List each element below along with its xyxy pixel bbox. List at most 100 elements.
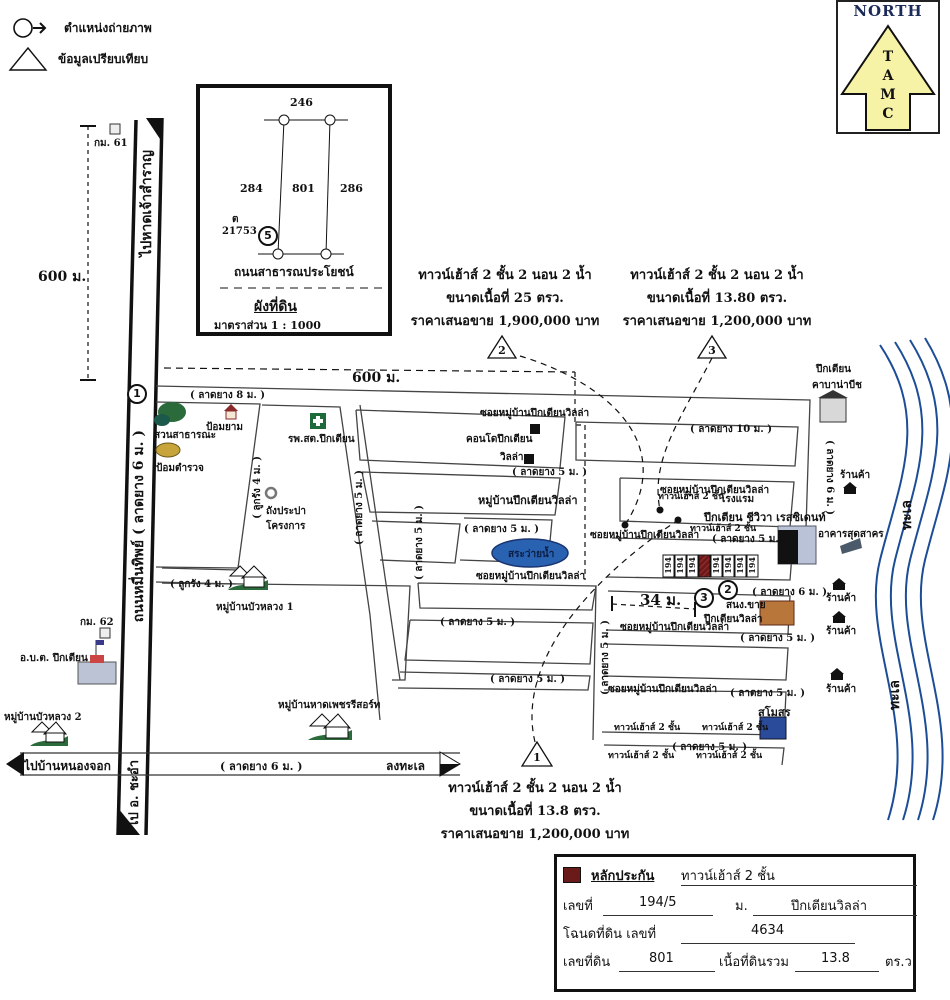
legend-photo-position: ตำแหน่งถ่ายภาพ [12, 18, 152, 38]
road-label-5m-h: ( ลาดยาง 5 ม. ) [672, 742, 748, 753]
comparison-2-info: ทาวน์เฮ้าส์ 2 ชั้น 2 นอน 2 น้ำ ขนาดเนื้อ… [410, 268, 600, 329]
road-label-5m-f: ( ลาดยาง 5 ม. ) [490, 674, 566, 685]
guard-post-label: ป้อมยาม [206, 422, 244, 433]
townhouse-label-f: ทาวน์เฮ้าส์ 2 ชั้น [696, 751, 763, 761]
townhouse-label-d: ทาวน์เฮ้าส์ 2 ชั้น [702, 723, 769, 733]
residence-label: ปึกเตียน ชีวิวา เรสซิเดนท์ [704, 511, 826, 524]
south-road-label: ไป อ. ชะอำ [127, 760, 142, 828]
km-62-label: กม. 62 [80, 617, 114, 628]
hospital-icon [310, 413, 326, 429]
link-comparison-2 [519, 355, 644, 526]
warehouse-label: อาคารสุดสาคร [818, 529, 884, 540]
townhouse-label-e: ทาวน์เฮ้าส์ 2 ชั้น [608, 751, 675, 761]
soi-label-a: ซอยหมู่บ้านปึกเตียนวิลล่า [480, 408, 590, 419]
parcel-284: 284 [240, 182, 263, 195]
condo-icon [530, 424, 540, 434]
distance-34m-label: 34 ม. [640, 591, 682, 609]
townhouse-label-b: ทาวน์เฮ้าส์ 2 ชั้น [690, 524, 757, 534]
east-road-label: ลงทะเล [386, 759, 426, 773]
area-label: เนื้อที่ดินรวม [719, 955, 789, 970]
warehouse-icon [840, 538, 862, 554]
beach-hotel-label-1: ปึกเตียน [816, 364, 852, 375]
road-label-gravel: ( ลูกรัง 4 ม. ) [170, 579, 233, 590]
hotel-label: โรงแรม [720, 494, 755, 505]
link-comparison-1 [531, 519, 679, 743]
sales-office-icon [759, 600, 795, 626]
km-marker-icons [99, 123, 121, 639]
triangle-icon [8, 46, 48, 71]
road-label-5m-g: ( ลาดยาง 5 ม. ) [730, 688, 806, 699]
collateral-info-box: หลักประกัน ทาวน์เฮ้าส์ 2 ชั้น เลขที่ 194… [554, 854, 917, 992]
village-bualuang-2-label: หมู่บ้านบัวหลวง 2 [4, 712, 82, 723]
parcel-801: 801 [292, 182, 315, 195]
road-label-6m-row: ( ลาดยาง 6 ม. ) [752, 587, 828, 598]
comparison-3-info: ทาวน์เฮ้าส์ 2 ชั้น 2 นอน 2 น้ำ ขนาดเนื้อ… [622, 268, 812, 329]
photo-marker-5: 5 [258, 226, 278, 246]
shop-label-1: ร้านค้า [840, 470, 871, 481]
plot-plan-title: ผังที่ดิน [254, 299, 297, 315]
sea-label-1: ทะเล [899, 500, 915, 531]
land-no-value: 801 [649, 951, 674, 966]
triangle-3-label: 3 [708, 344, 716, 357]
north-arrow: NORTH T A M C [836, 0, 940, 134]
road-label-10m: ( ลาดยาง 10 ม. ) [690, 424, 772, 435]
north-road-label: ไปหาดเจ้าสำราญ [139, 150, 155, 257]
water-tank-label: ถังประปาโครงการ [266, 506, 306, 532]
subject-unit [698, 554, 711, 578]
estate-roads [155, 385, 811, 766]
soi-label-b: ซอยหมู่บ้านปึกเตียนวิลล่า [660, 485, 770, 496]
townhouse-label-a: ทาวน์เฮ้าส์ 2 ชั้น [658, 492, 725, 502]
sales-office-label-2: ปึกเตียนวิลล่า [704, 614, 763, 625]
deed-label: ต [232, 214, 239, 225]
distance-vertical-label: 600 ม. [38, 269, 87, 285]
soi-label-f: ซอยหมู่บ้านปึกเตียนวิลล่า [608, 684, 718, 695]
north-letter-c: C [882, 106, 894, 122]
sea-waves [874, 337, 950, 821]
north-letter-t: T [882, 49, 894, 65]
shop-icons [830, 482, 857, 680]
road-label-5m-vert-b: ( ลาดยาง 5 ม. ) [414, 505, 425, 581]
cross-road [6, 751, 461, 777]
km-61-label: กม. 61 [94, 138, 128, 149]
soi-label-e: ซอยหมู่บ้านปึกเตียนวิลล่า [620, 622, 730, 633]
road-label-gravel-vert: ( ลูกรัง 4 ม. ) [252, 456, 263, 519]
row-house-numbers: 194 194 194 194 194 194 194 [663, 557, 757, 574]
plot-scale: มาตราส่วน 1 : 1000 [214, 319, 321, 332]
road-label-5m-e: ( ลาดยาง 5 ม. ) [740, 633, 816, 644]
villa-label: วิลล่า [500, 452, 524, 463]
collateral-swatch-icon [563, 867, 581, 883]
beach-hotel-icon [818, 390, 848, 423]
triangle-2-label: 2 [498, 344, 506, 357]
sales-office-label-1: สนง.ขาย [726, 600, 766, 611]
moo-label: ม. [735, 899, 748, 914]
sao-building-icon [77, 640, 117, 685]
road-label-5m-b: ( ลาดยาง 5 ม. ) [464, 524, 540, 535]
village-bualuang-1-label: หมู่บ้านบัวหลวง 1 [216, 602, 294, 613]
land-no-label: เลขที่ดิน [563, 955, 611, 970]
plot-road-label: ถนนสาธารณประโยชน์ [234, 265, 354, 279]
sea-label-2: ทะเล [887, 680, 903, 711]
shop-label-2: ร้านค้า [826, 593, 857, 604]
photo-marker-1: 1 [127, 384, 147, 404]
villa-icon [524, 454, 534, 464]
road-label-5m-vert-a: ( ลาดยาง 5 ม. ) [354, 470, 365, 546]
north-letter-m: M [880, 87, 896, 103]
north-letter-a: A [882, 68, 894, 84]
collateral-title: หลักประกัน [591, 869, 655, 884]
moo-value: ปึกเตียนวิลล่า [791, 899, 868, 914]
area-unit: ตร.ว. [885, 955, 916, 970]
north-arrow-icon [840, 24, 936, 131]
deed-no-value: 4634 [751, 923, 785, 938]
north-label: NORTH [853, 2, 923, 20]
legend-comparison: ข้อมูลเปรียบเทียบ [8, 46, 148, 72]
condo-label: คอนโดปึกเตียน [466, 434, 533, 445]
deed-no-label: โฉนดที่ดิน เลขที่ [563, 927, 657, 942]
police-box-icon [155, 442, 181, 458]
residence-building-icon [777, 525, 817, 565]
triangle-1 [520, 740, 554, 767]
club-icon [759, 716, 787, 740]
road-label-5m-c: ( ลาดยาง 5 ม. ) [712, 534, 788, 545]
beach-hotel-label-2: คาบาน่าบีช [812, 380, 862, 391]
shop-label-4: ร้านค้า [826, 684, 857, 695]
